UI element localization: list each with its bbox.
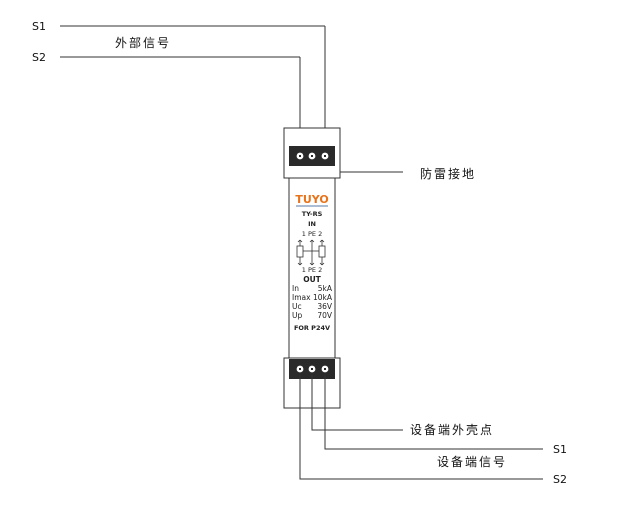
model-label: TY-RS: [302, 210, 323, 218]
s2-top-label: S2: [32, 51, 46, 64]
s1-bottom-wire: [324, 375, 543, 450]
s1-bottom-label: S1: [553, 443, 567, 456]
device-shell-label: 设备端外壳点: [410, 423, 494, 437]
bottom-terminal-numbers: 1 PE 2: [302, 266, 322, 274]
spec-uc-name: Uc: [292, 302, 302, 311]
lightning-ground-label: 防雷接地: [420, 166, 476, 181]
device-shell-wire: [311, 375, 403, 431]
device-footer: FOR P24V: [294, 324, 330, 332]
spec-uc-value: 36V: [317, 302, 333, 311]
top-terminal-numbers: 1 PE 2: [302, 230, 322, 238]
s1-top-label: S1: [32, 20, 46, 33]
spec-up-name: Up: [292, 311, 302, 320]
s2-bottom-label: S2: [553, 473, 567, 486]
protection-circuit-symbol: [296, 239, 326, 266]
surge-protector: TUYO TY-RS IN 1 PE 2 1 PE 2 OUT: [283, 127, 341, 409]
device-signal-label: 设备端信号: [437, 455, 507, 469]
spec-up-value: 70V: [317, 311, 333, 320]
in-label: IN: [308, 220, 316, 228]
brand-logo: TUYO: [295, 193, 328, 206]
s2-bottom-wire: [299, 375, 543, 480]
out-label: OUT: [303, 275, 321, 284]
spec-imax-value: 10kA: [313, 293, 333, 302]
external-signal-label: 外部信号: [115, 35, 171, 50]
spec-imax-name: Imax: [292, 293, 311, 302]
spec-in-name: In: [292, 284, 299, 293]
spec-in-value: 5kA: [318, 284, 333, 293]
